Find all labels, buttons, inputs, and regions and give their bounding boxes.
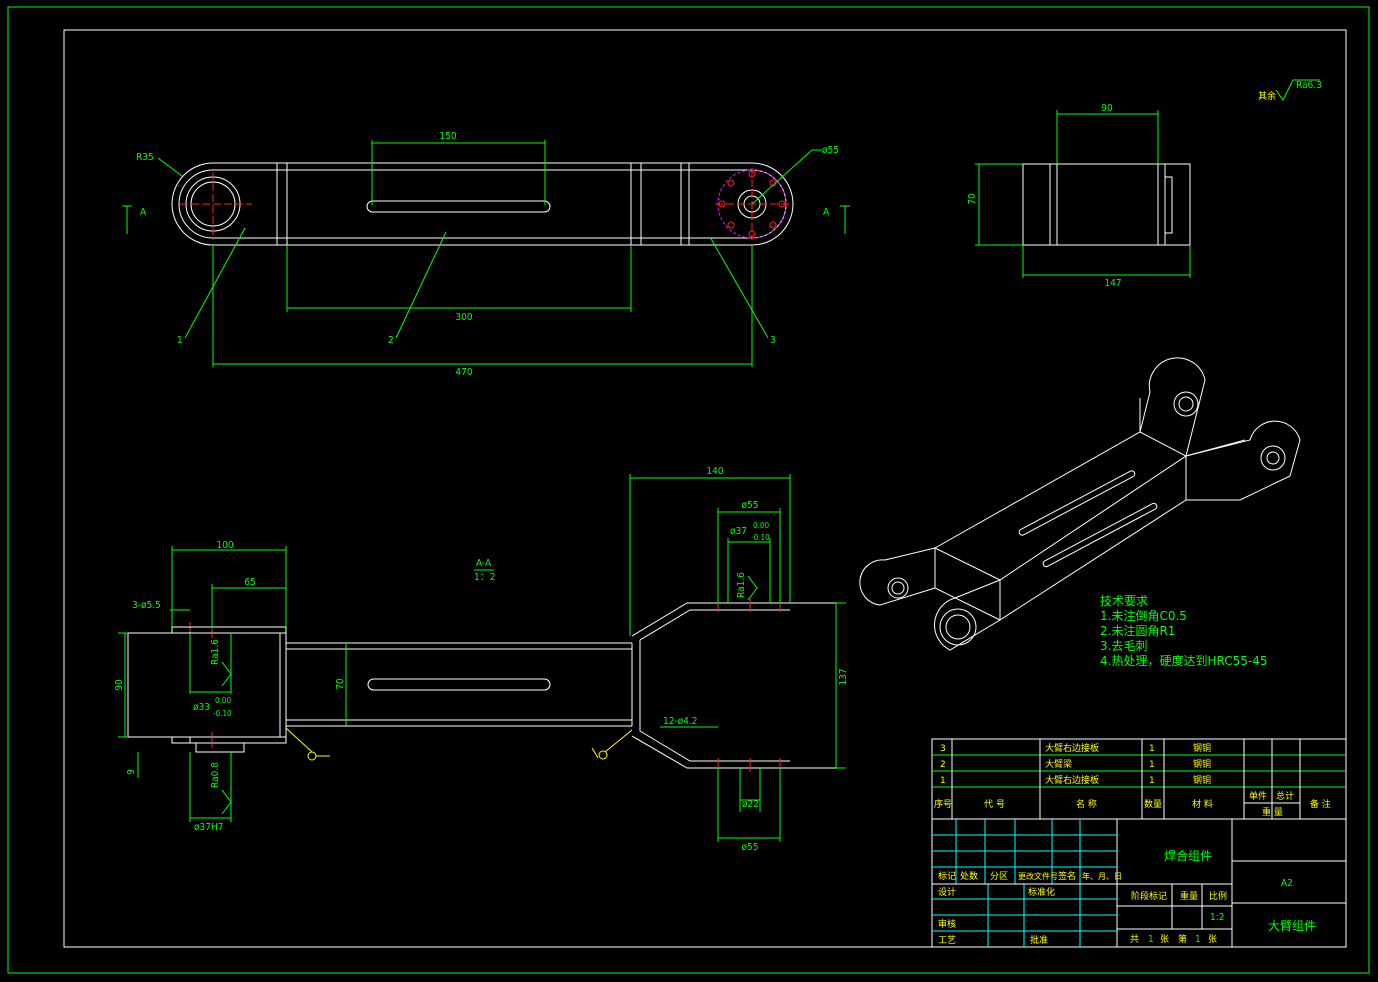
bom-hdr-name: 名 称 — [1076, 798, 1097, 810]
balloon-2: 2 — [388, 335, 394, 346]
dim-sec-90: 90 — [114, 679, 125, 691]
bom-hdr-material: 材 料 — [1192, 798, 1213, 810]
tb-sign: 签名 — [1058, 870, 1076, 882]
dim-sec-70: 70 — [335, 678, 346, 690]
dim-sec-100: 100 — [216, 540, 233, 551]
dim-sec-3d55: 3-ø5.5 — [132, 600, 161, 611]
dim-sec-ra08: Ra0.8 — [210, 762, 221, 788]
tech-req-item-2: 2.未注圆角R1 — [1100, 623, 1175, 638]
top-view: 150 300 470 R35 ø55 1 2 3 A A — [122, 131, 850, 378]
tb-page: 第 — [1178, 933, 1187, 945]
side-view: 90 70 147 — [967, 103, 1191, 289]
tb-total-n: 1 — [1148, 934, 1154, 945]
tb-mark: 标记 — [938, 870, 956, 882]
roughness-note: 其余 — [1258, 90, 1276, 102]
dim-sec-d37: ø37 — [730, 526, 747, 537]
outer-border — [7, 6, 1370, 974]
bom-row2-qty: 1 — [1149, 760, 1155, 770]
dim-sec-d37-tol-dn: -0.10 — [751, 533, 770, 542]
dim-sec-d33: ø33 — [193, 702, 210, 713]
inner-border — [63, 29, 1347, 948]
title-block: 标记 处数 分区 更改文件号 签名 年、月、日 设计 标准化 审核 工艺 批准 … — [931, 818, 1347, 948]
dim-sec-ra16b: Ra1.6 — [736, 572, 747, 598]
dim-sec-d55b: ø55 — [742, 842, 759, 853]
tb-review: 审核 — [938, 918, 956, 930]
tech-req-item-3: 3.去毛刺 — [1100, 639, 1147, 653]
dim-sec-9: 9 — [126, 769, 137, 775]
balloon-3: 3 — [770, 335, 776, 346]
dim-sec-65: 65 — [244, 577, 255, 588]
tb-doc: 更改文件号 — [1018, 871, 1058, 881]
dim-side-90: 90 — [1101, 103, 1113, 114]
bom-row3-no: 1 — [940, 776, 946, 786]
tech-req-item-1: 1.未注倒角C0.5 — [1100, 608, 1187, 623]
tb-sheet: 张 — [1160, 934, 1169, 945]
bom-row2-material: 钢铜 — [1193, 758, 1211, 770]
tb-part-name: 大臂组件 — [1268, 919, 1316, 933]
tech-requirements: 技术要求 1.未注倒角C0.5 2.未注圆角R1 3.去毛刺 4.热处理，硬度达… — [1100, 594, 1267, 668]
section-mark-right: A — [823, 207, 830, 218]
roughness-ra63: Ra6.3 — [1296, 80, 1322, 91]
dim-sec-d33-tol-dn: -0.10 — [213, 709, 232, 718]
dim-side-70: 70 — [967, 193, 978, 205]
dim-sec-ra16a: Ra1.6 — [210, 639, 221, 665]
bom-table: 3 大臂右边接板 1 钢铜 2 大臂梁 1 钢铜 1 大臂右边接板 1 钢铜 序… — [931, 738, 1347, 820]
dim-sec-d37h7: ø37H7 — [194, 822, 223, 833]
balloon-1: 1 — [177, 335, 183, 346]
bom-row3-material: 钢铜 — [1193, 774, 1211, 786]
bom-row1-name: 大臂右边接板 — [1045, 742, 1099, 754]
bom-hdr-remark: 备 注 — [1310, 798, 1331, 810]
bom-row1-material: 钢铜 — [1193, 742, 1211, 754]
bom-row3-name: 大臂右边接板 — [1045, 774, 1099, 786]
dim-sec-140: 140 — [706, 466, 723, 477]
dim-sec-137: 137 — [838, 668, 849, 685]
bom-row1-qty: 1 — [1149, 744, 1155, 754]
tb-scale: 1:2 — [1210, 912, 1224, 923]
dim-d55-top: ø55 — [822, 145, 839, 156]
tb-count: 处数 — [960, 870, 978, 882]
tb-design: 设计 — [938, 886, 956, 898]
bom-row2-name: 大臂梁 — [1045, 758, 1072, 770]
tb-sheet-size: A2 — [1281, 878, 1293, 889]
tb-std: 标准化 — [1028, 886, 1055, 898]
bom-row2-no: 2 — [940, 760, 946, 770]
tb-page-unit: 张 — [1208, 934, 1217, 945]
dim-sec-d37-tol-up: 0.00 — [753, 521, 769, 530]
view-label: A-A — [476, 558, 492, 569]
bom-hdr-weight: 重 量 — [1262, 806, 1283, 818]
tb-approve: 批准 — [1030, 934, 1048, 946]
tech-req-title: 技术要求 — [1100, 594, 1148, 608]
dim-side-147: 147 — [1104, 278, 1121, 289]
tb-drawing-name: 焊合组件 — [1164, 848, 1212, 863]
view-scale: 1：2 — [474, 572, 495, 583]
bom-hdr-qty: 数量 — [1144, 798, 1162, 810]
bom-hdr-code: 代 号 — [984, 799, 1005, 810]
dim-300: 300 — [455, 312, 472, 323]
bom-hdr-no: 序号 — [934, 798, 952, 810]
tb-date: 年、月、日 — [1082, 871, 1122, 881]
tb-page-n: 1 — [1195, 934, 1201, 945]
isometric-view — [859, 357, 1301, 651]
tb-process: 工艺 — [938, 935, 956, 946]
bom-row1-no: 3 — [940, 744, 946, 754]
dim-150: 150 — [439, 131, 456, 142]
tb-stage-mark: 阶段标记 — [1131, 890, 1167, 902]
dim-sec-d22: ø22 — [742, 799, 759, 810]
dim-sec-12d42: 12-ø4.2 — [663, 716, 698, 727]
tb-ratio: 比例 — [1209, 890, 1227, 902]
dim-sec-d33-tol-up: 0.00 — [215, 696, 231, 705]
dim-470: 470 — [455, 367, 472, 378]
bom-hdr-total: 总计 — [1276, 790, 1294, 802]
dim-sec-d55a: ø55 — [742, 500, 759, 511]
bom-row3-qty: 1 — [1149, 776, 1155, 786]
bom-hdr-unit: 单件 — [1249, 790, 1267, 802]
dim-r35: R35 — [136, 152, 154, 163]
tb-zone: 分区 — [990, 871, 1008, 882]
tb-total: 共 — [1130, 934, 1139, 945]
tech-req-item-4: 4.热处理，硬度达到HRC55-45 — [1100, 653, 1267, 668]
tb-weight: 重量 — [1180, 890, 1198, 902]
section-mark-left: A — [140, 207, 147, 218]
section-view: A-A 1：2 100 65 3-ø5.5 — [114, 466, 849, 853]
